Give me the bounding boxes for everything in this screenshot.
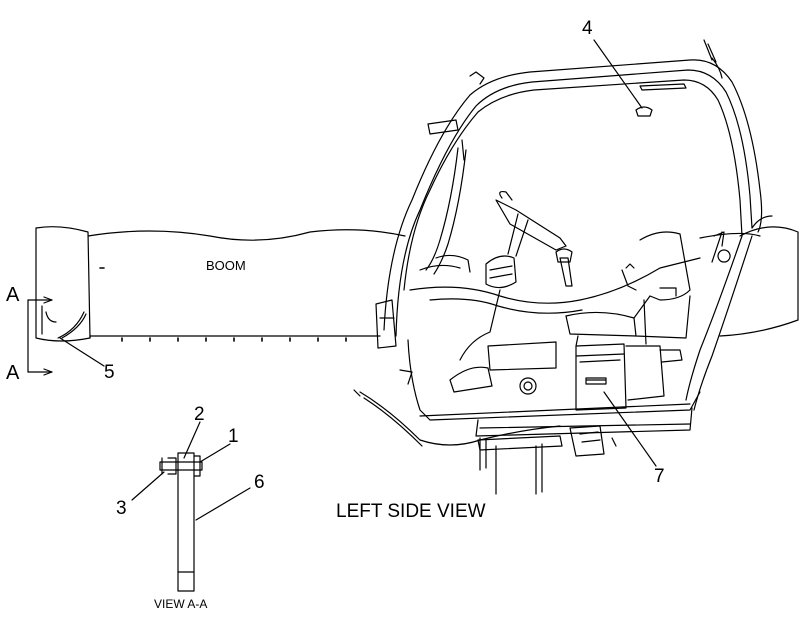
callout-4: 4: [582, 18, 593, 39]
leader-lines: [60, 40, 656, 520]
callout-5: 5: [104, 362, 115, 383]
boom: [36, 227, 405, 348]
cab: [354, 40, 798, 494]
view-aa-detail: [160, 453, 202, 591]
callout-2: 2: [194, 404, 205, 425]
section-line-aa: [28, 297, 52, 375]
callout-6: 6: [254, 472, 265, 493]
left-side-view-title: LEFT SIDE VIEW: [336, 501, 486, 522]
callout-7: 7: [654, 466, 665, 487]
boom-label: BOOM: [206, 258, 246, 273]
section-marker-a-bottom: A: [6, 362, 20, 384]
callout-1: 1: [228, 426, 239, 447]
section-marker-a-top: A: [6, 284, 20, 306]
callout-3: 3: [116, 498, 127, 519]
view-aa-title: VIEW A-A: [154, 597, 208, 611]
